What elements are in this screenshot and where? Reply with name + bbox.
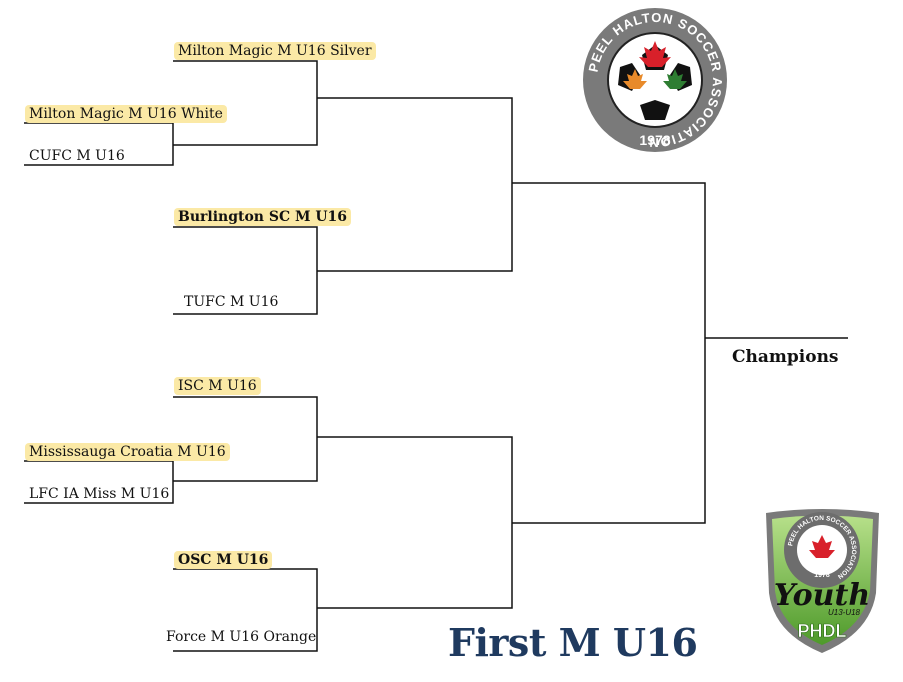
team-cufc: CUFC M U16 — [29, 148, 125, 164]
peel-halton-logo: PEEL HALTON SOCCER ASSOCIATION 1978 — [583, 8, 727, 152]
svg-text:Youth: Youth — [774, 578, 870, 613]
team-force-orange: Force M U16 Orange — [166, 629, 317, 645]
team-isc: ISC M U16 — [174, 377, 261, 395]
maple-leaf-icon — [623, 41, 687, 89]
svg-text:1978: 1978 — [814, 572, 830, 579]
team-tufc: TUFC M U16 — [184, 294, 279, 310]
svg-text:PHDL: PHDL — [798, 621, 847, 641]
team-mississauga-croatia: Mississauga Croatia M U16 — [25, 443, 230, 461]
phdl-youth-logo: PEEL HALTON SOCCER ASSOCIATION 1978 Yout… — [766, 509, 879, 653]
champions-label: Champions — [732, 347, 839, 367]
team-milton-magic-white: Milton Magic M U16 White — [25, 105, 227, 123]
svg-text:U13-U18: U13-U18 — [828, 608, 861, 617]
page-title: First M U16 — [448, 620, 698, 665]
team-burlington: Burlington SC M U16 — [174, 208, 352, 226]
team-lfc-ia-miss: LFC IA Miss M U16 — [29, 486, 170, 502]
svg-text:1978: 1978 — [639, 132, 670, 148]
team-osc: OSC M U16 — [174, 551, 273, 569]
team-milton-magic-silver: Milton Magic M U16 Silver — [174, 42, 376, 60]
